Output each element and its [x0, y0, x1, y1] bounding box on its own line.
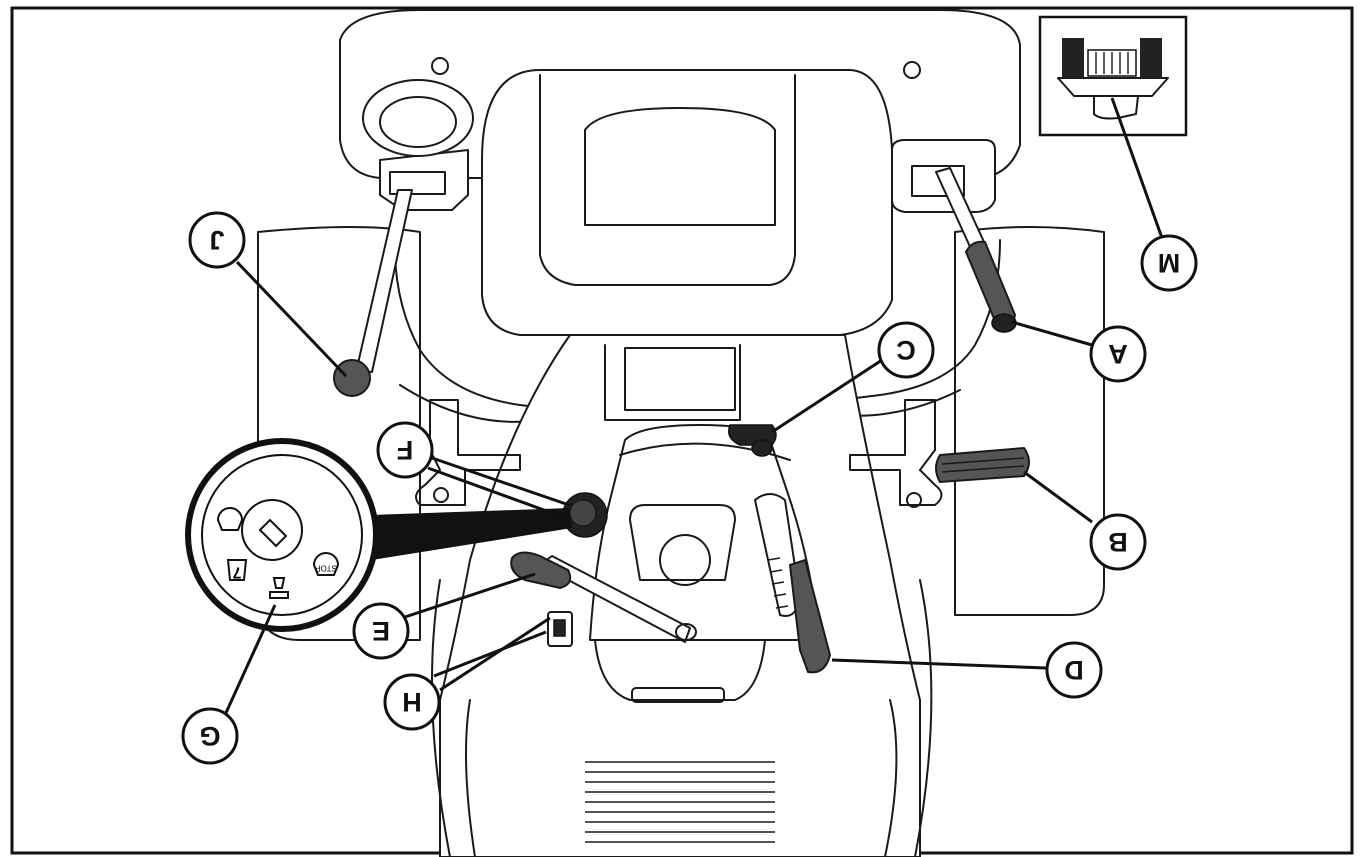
callout-g: G	[181, 707, 239, 765]
leader-d	[831, 658, 1047, 670]
leader-f2	[427, 466, 567, 520]
callout-e: E	[352, 602, 410, 660]
callout-c: C	[877, 321, 935, 379]
callout-j: J	[188, 211, 246, 269]
callout-m-label: M	[1158, 248, 1181, 278]
leader-e	[404, 572, 536, 619]
seat-bolt-left	[431, 57, 449, 75]
leader-m	[1110, 97, 1164, 239]
callout-j-label: J	[209, 225, 224, 255]
cup-holder-inner	[379, 96, 457, 148]
callout-d: D	[1045, 641, 1103, 699]
lever-j-slot	[389, 171, 446, 195]
seat-bolt-right	[903, 61, 921, 79]
stop-icon	[312, 552, 340, 576]
callout-h-label: H	[402, 687, 422, 717]
bracket-left	[415, 399, 521, 506]
seat-back	[339, 9, 1021, 179]
socket-h	[547, 611, 573, 647]
leader-f1	[431, 456, 573, 508]
pedal-b	[935, 446, 1030, 484]
callout-c-label: C	[896, 335, 916, 365]
bracket-right	[849, 399, 943, 506]
callout-b: B	[1089, 513, 1147, 571]
leader-a	[1011, 320, 1093, 347]
fuse-element-ribs	[1095, 52, 1129, 74]
callout-b-label: B	[1108, 527, 1128, 557]
leader-h2	[433, 630, 547, 678]
pedal-b-ribs	[941, 457, 1025, 473]
callout-e-label: E	[372, 616, 390, 646]
lever-a-slot	[911, 165, 965, 197]
leader-g	[223, 604, 277, 716]
dash-hump	[604, 344, 741, 421]
lever-d	[788, 558, 832, 674]
fuse-holder-clip-left	[1062, 38, 1084, 78]
hood-grille	[585, 761, 775, 843]
leader-c	[771, 358, 883, 434]
headlight-icon	[216, 507, 244, 531]
wheel-right	[954, 226, 1105, 616]
hood	[465, 699, 898, 857]
dash-outline	[439, 334, 921, 857]
cup-holder-rim	[362, 79, 474, 157]
lever-j-knob	[333, 359, 371, 397]
callout-d-label: D	[1064, 655, 1084, 685]
mower-icon	[269, 577, 289, 599]
lever-j-mount	[379, 149, 469, 211]
stop-label: STOP	[315, 564, 337, 573]
lever-c-tip	[751, 439, 773, 457]
leader-h1	[439, 616, 551, 692]
bracket-left-bolt	[433, 487, 449, 503]
seat-cushion-pocket	[584, 107, 776, 226]
callout-m: M	[1140, 234, 1198, 292]
console-handle	[631, 687, 725, 703]
callout-f: F	[376, 421, 434, 479]
callout-h: H	[383, 673, 441, 731]
callout-a-label: A	[1108, 339, 1128, 369]
console-cup	[629, 504, 736, 581]
callout-f-label: F	[397, 435, 414, 465]
fuse-holder-clip-right	[1140, 38, 1162, 78]
console-cup-hole	[659, 534, 711, 586]
lever-j-rod	[355, 189, 413, 373]
leader-lines	[223, 97, 1164, 716]
lever-e-grip	[510, 551, 572, 590]
leader-b	[1023, 470, 1093, 524]
lever-e-pivot	[675, 623, 697, 641]
callout-g-label: G	[199, 721, 220, 751]
console-lower	[594, 639, 766, 701]
seat-cushion	[481, 69, 893, 336]
fuse-holder-body	[1057, 77, 1169, 97]
engine-icon	[226, 559, 248, 581]
bracket-right-bolt	[906, 492, 922, 508]
seat-cushion-inner	[539, 74, 796, 286]
console-top	[589, 424, 821, 641]
engine-icon-glyph: 7	[232, 564, 241, 581]
socket-h-inner	[553, 619, 566, 637]
fuse-inset	[1038, 15, 1188, 137]
ignition-detail: 7 STOP	[185, 438, 572, 632]
leader-j	[235, 260, 348, 378]
tractor-illustration	[257, 9, 1105, 857]
callout-a: A	[1089, 325, 1147, 383]
dash-display	[624, 347, 736, 411]
ignition-zoom-wedge	[372, 508, 572, 560]
knob-f-face	[569, 499, 597, 527]
quadrant-d-notches	[767, 557, 789, 609]
ignition-keyhole	[258, 518, 288, 548]
